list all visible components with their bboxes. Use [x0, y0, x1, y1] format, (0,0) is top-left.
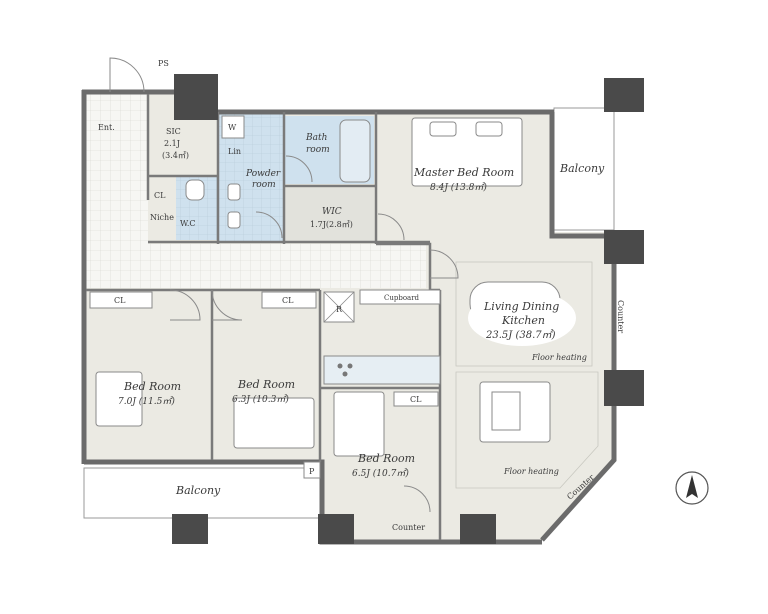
- living-dining-label: Living Dining: [483, 300, 559, 313]
- sic-size-m: (3.4㎡): [162, 151, 189, 160]
- floor-heating-zone-2: [455, 371, 599, 489]
- balcony-right-floor: [553, 107, 615, 231]
- pillar: [604, 78, 644, 112]
- pillar: [604, 230, 644, 264]
- pipe-space-box: [303, 461, 321, 479]
- counter-bottom-label: Counter: [392, 523, 425, 532]
- lin-label: Lin: [228, 147, 241, 156]
- floor-heating-label-2: Floor heating: [503, 467, 559, 476]
- floor-heating-zone-1: [455, 261, 593, 367]
- bath-room-label-2: room: [306, 145, 330, 155]
- stove-burners: [337, 363, 353, 377]
- north-arrow-icon: [675, 471, 709, 505]
- entrance-floor: [86, 94, 148, 244]
- toilet-icon: [185, 179, 205, 201]
- washer-icon: [221, 115, 245, 139]
- refrigerator-label: R: [336, 305, 343, 314]
- cl-bed2-label: CL: [282, 296, 294, 305]
- balcony-right-label: Balcony: [559, 162, 605, 175]
- washbasin-icon: [227, 211, 241, 229]
- pillow-icon: [429, 121, 457, 137]
- bed-room-2-label: Bed Room: [237, 378, 295, 391]
- bed-room-3-label: Bed Room: [357, 452, 415, 465]
- counter-right-label: Counter: [616, 300, 625, 333]
- wic-size: 1.7J(2.8㎡): [310, 220, 353, 229]
- pillow-icon: [475, 121, 503, 137]
- sic-label: SIC: [166, 127, 181, 136]
- master-bed-room-label: Master Bed Room: [413, 166, 514, 179]
- kitchen-counter-icon: [323, 355, 441, 385]
- cl-bed1-label: CL: [114, 296, 126, 305]
- walls: [81, 89, 617, 545]
- burner: [342, 371, 348, 377]
- bed-room-1-size: 7.0J (11.5㎡): [118, 396, 175, 407]
- cl-bed3-label: CL: [410, 395, 422, 404]
- burner: [347, 363, 353, 369]
- pillar: [604, 370, 644, 406]
- bed1-icon: [95, 371, 143, 427]
- floor-heating-label: Floor heating: [531, 353, 587, 362]
- door-swing: [285, 155, 313, 183]
- wic-floor: [284, 188, 374, 242]
- hallway-floor: [86, 244, 426, 288]
- pillar: [460, 514, 496, 544]
- balcony-bottom-label: Balcony: [175, 484, 221, 497]
- powder-room-label: Powder: [245, 169, 281, 179]
- door-swing: [255, 211, 283, 239]
- sic-size-j: 2.1J: [164, 139, 180, 148]
- pillar: [318, 514, 354, 544]
- bed-room-2-size: 6.3J (10.3㎡): [232, 394, 289, 405]
- closet-bed2-icon: [261, 291, 317, 309]
- door-swing: [429, 249, 459, 279]
- living-size: 23.5J (38.7㎡): [485, 329, 556, 341]
- ps-label: PS: [158, 59, 169, 68]
- door-swing: [211, 289, 243, 321]
- washbasin-icon: [227, 183, 241, 201]
- refrigerator-cross: [323, 291, 355, 323]
- bed2-icon: [233, 397, 315, 449]
- bed-room-1-label: Bed Room: [123, 380, 181, 393]
- coffee-table-icon: [491, 391, 521, 431]
- pillars: [172, 74, 644, 544]
- closet-bed3-icon: [393, 391, 439, 407]
- door-swing: [377, 213, 405, 241]
- closet-bed1-icon: [89, 291, 153, 309]
- powder-room-label-2: room: [252, 180, 276, 190]
- wic-label: WIC: [322, 207, 342, 217]
- interior-walls: [86, 94, 442, 540]
- balcony-bottom-floor: [83, 467, 321, 519]
- bed3-icon: [333, 391, 385, 457]
- pillar: [174, 74, 218, 120]
- door-swing: [403, 485, 431, 513]
- pipe-space-label: P: [309, 467, 315, 476]
- pillar: [172, 514, 208, 544]
- cupboard-icon: [359, 289, 441, 305]
- niche-label: Niche: [150, 213, 174, 222]
- entrance-door: [109, 57, 145, 93]
- cupboard-label: Cupboard: [384, 294, 420, 302]
- burner: [337, 363, 343, 369]
- bath-room-label: Bath: [305, 133, 327, 143]
- door-swing: [169, 289, 201, 321]
- ent-label: Ent.: [98, 123, 115, 132]
- cl-top-label: CL: [154, 191, 166, 200]
- w-label: W: [228, 123, 237, 132]
- wc-label: W.C: [180, 219, 196, 228]
- bed-room-3-size: 6.5J (10.7㎡): [352, 468, 409, 479]
- kitchen-label: Kitchen: [501, 314, 545, 327]
- bathtub-icon: [339, 119, 371, 183]
- doors: [109, 57, 459, 513]
- master-bed-room-size: 8.4J (13.8㎡): [430, 182, 487, 193]
- living-label-oval: [468, 290, 576, 346]
